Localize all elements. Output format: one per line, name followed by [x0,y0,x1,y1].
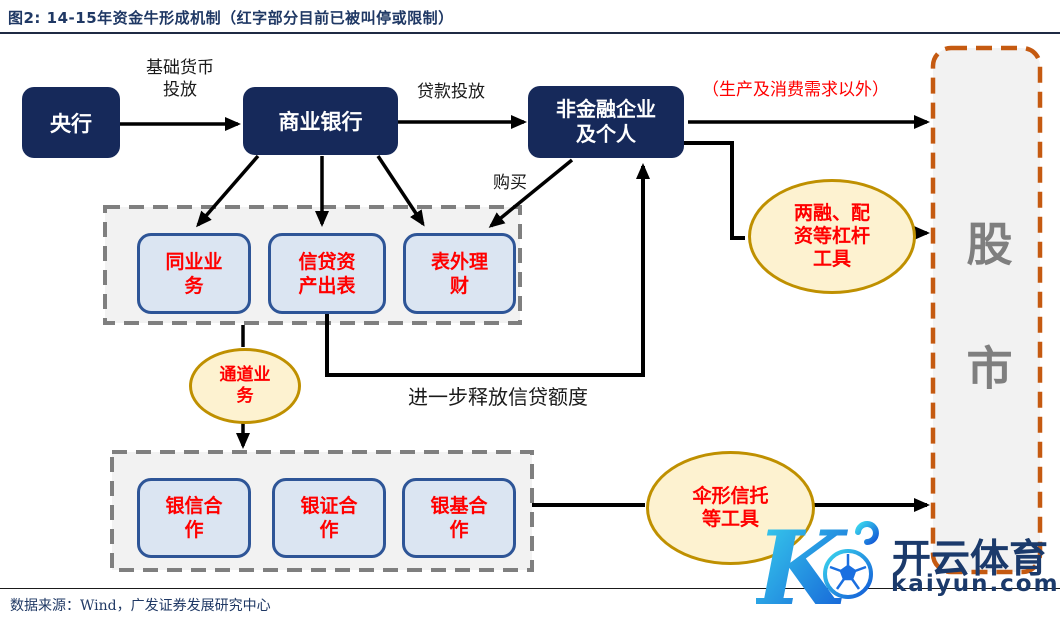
kaiyun-k-soccer-ball-logo-icon: K [756,510,879,621]
stock-market-label: 股市 [959,220,1014,468]
node-channel-business: 通道业务 [189,348,301,424]
node-interbank-business: 同业业务 [137,233,251,314]
edge-label-base-money-supply: 基础货币投放 [146,58,214,100]
node-commercial-bank: 商业银行 [243,87,398,155]
title-divider [0,32,1060,34]
logo-swirl [855,521,879,545]
node-channel-business-label: 通道业务 [219,365,271,406]
arrow-commercial-to-offbalance [376,155,425,227]
node-nonfinancial-label: 非金融企业及个人 [556,97,656,146]
arrow-commercial-to-interbank [196,154,260,228]
node-margin-leverage-tools: 两融、配资等杠杆工具 [748,179,916,294]
node-bank-securities-coop-label: 银证合作 [300,495,358,541]
node-bank-trust-coop: 银信合作 [137,478,251,558]
watermark-brand: 开云体育 [892,537,1049,582]
stock-market-box [930,45,1043,575]
watermark-domain: kaiyun.com [891,571,1060,597]
node-off-balance-wealth-label: 表外理财 [430,250,488,297]
data-source-note: 数据来源：Wind，广发证券发展研究中心 [10,598,271,614]
edge-label-purchase: 购买 [493,173,527,193]
arrow-credit-release-feedback-loop [325,163,650,377]
line-nonfinancial-to-margin-ellipse [684,141,745,240]
node-nonfinancial: 非金融企业及个人 [528,86,684,158]
arrow-purchase-nonfinancial-to-offbalance [488,158,574,228]
node-off-balance-wealth: 表外理财 [403,233,516,314]
node-credit-asset-off-balance: 信贷资产出表 [268,233,386,314]
edge-label-beyond-production-consumption: （生产及消费需求以外） [702,80,889,100]
node-bank-fund-coop: 银基合作 [402,478,516,558]
edge-label-further-release-credit: 进一步释放信贷额度 [408,385,588,409]
edge-label-loan-supply: 贷款投放 [417,82,485,102]
node-commercial-bank-label: 商业银行 [278,110,363,134]
node-central-bank-label: 央行 [50,111,92,136]
figure-title: 图2: 14-15年资金牛形成机制（红字部分目前已被叫停或限制） [8,9,454,27]
node-umbrella-trust-tools: 伞形信托等工具 [646,451,815,565]
node-umbrella-trust-tools-label: 伞形信托等工具 [692,485,769,530]
stock-market-label-wrap: 股市 [933,220,1040,468]
node-credit-asset-off-balance-label: 信贷资产出表 [298,250,356,297]
node-central-bank: 央行 [22,87,120,158]
node-interbank-business-label: 同业业务 [165,250,223,297]
node-bank-fund-coop-label: 银基合作 [430,495,488,541]
node-margin-leverage-tools-label: 两融、配资等杠杆工具 [793,202,870,270]
node-bank-trust-coop-label: 银信合作 [165,495,223,541]
bottom-divider [0,588,1060,589]
soccer-ball-pattern [829,554,867,590]
node-bank-securities-coop: 银证合作 [272,478,386,558]
